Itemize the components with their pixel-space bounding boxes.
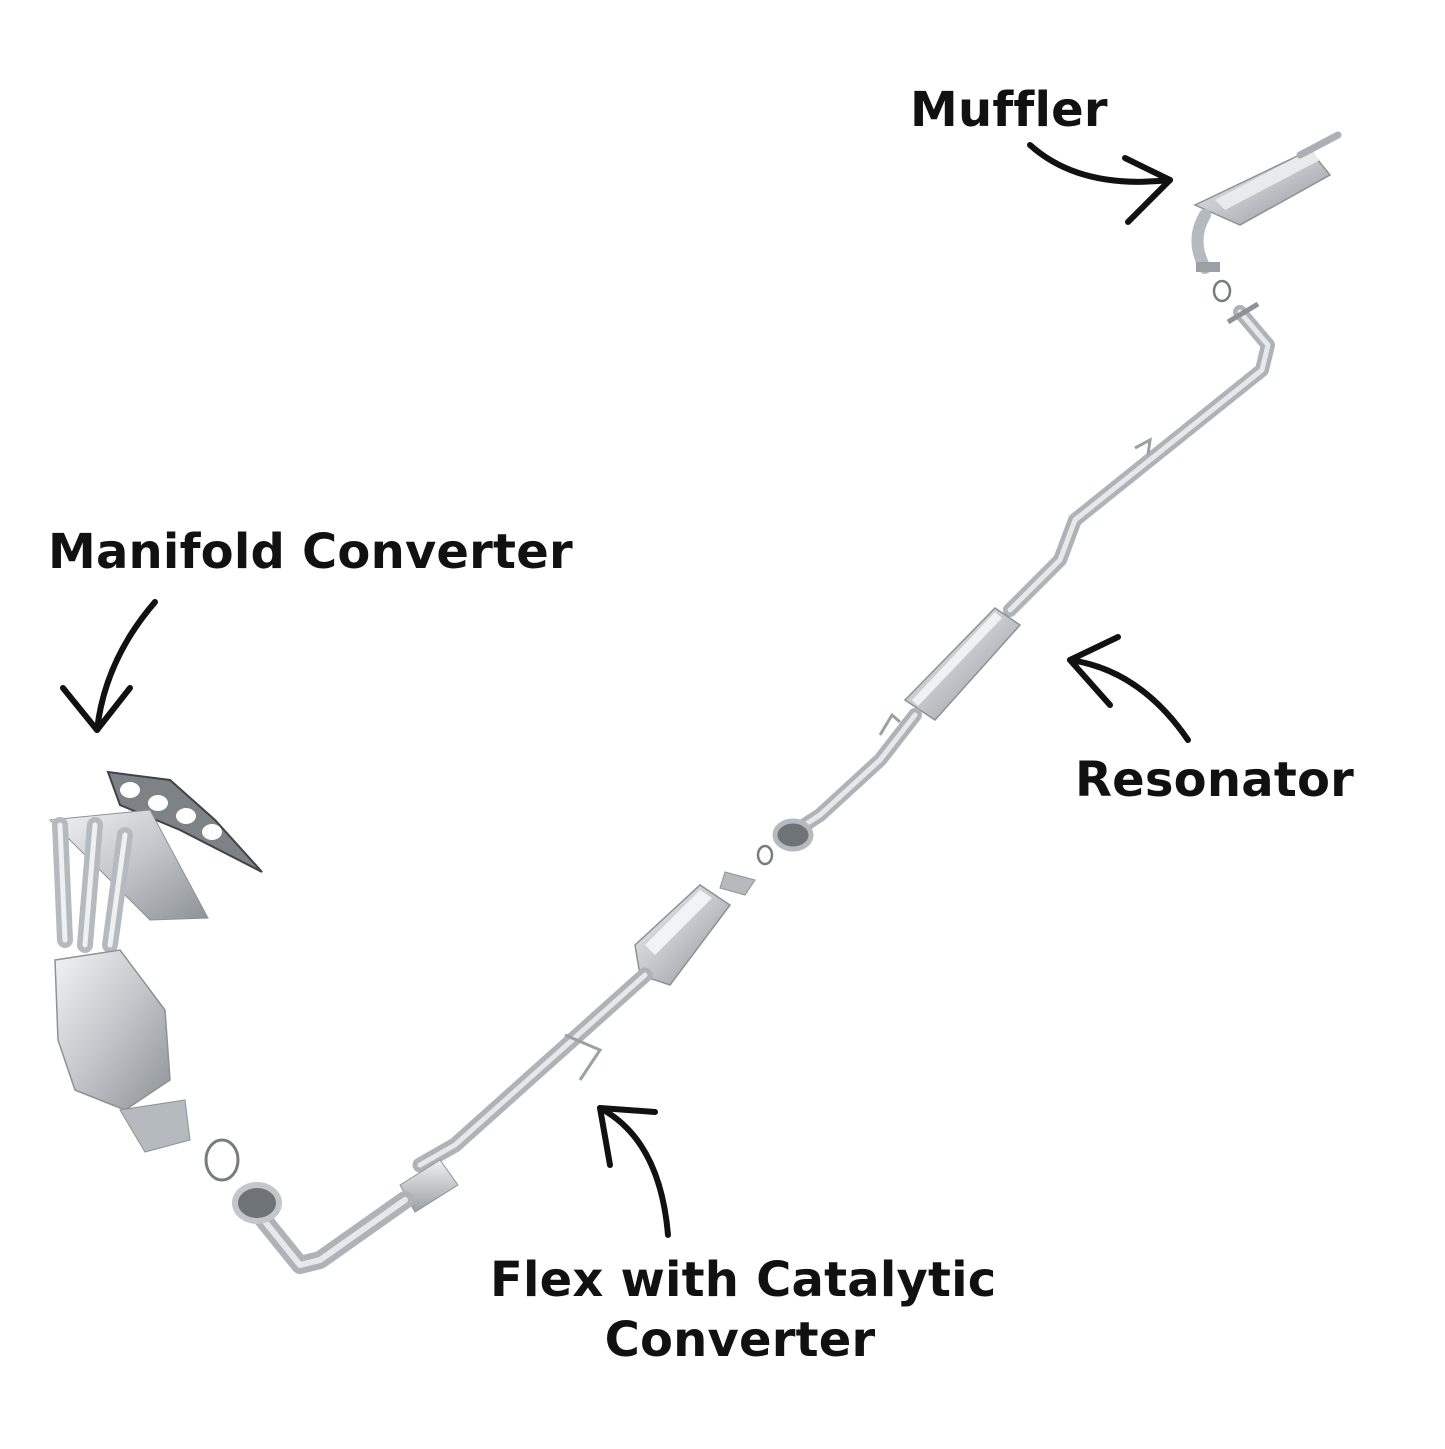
flex-label-line-1: Flex with Catalytic: [490, 1252, 997, 1308]
mid-pipe: [1003, 301, 1275, 617]
muffler-part: [1191, 131, 1342, 303]
manifold-converter-label: Manifold Converter: [48, 524, 573, 580]
arrow-icon: [1067, 634, 1191, 743]
arrow-icon: [597, 1105, 671, 1238]
arrow-icon: [60, 599, 158, 733]
muffler-label: Muffler: [910, 82, 1108, 138]
flex-catalytic-label: Flex with Catalytic Converter: [490, 1250, 997, 1370]
catalytic-converter-part: [204, 871, 756, 1274]
arrow-icon: [1027, 142, 1173, 225]
resonator-label: Resonator: [1075, 752, 1355, 808]
manifold-converter-part: [48, 770, 263, 1153]
resonator-part: [756, 607, 1022, 866]
flex-label-line-2: Converter: [604, 1312, 876, 1368]
